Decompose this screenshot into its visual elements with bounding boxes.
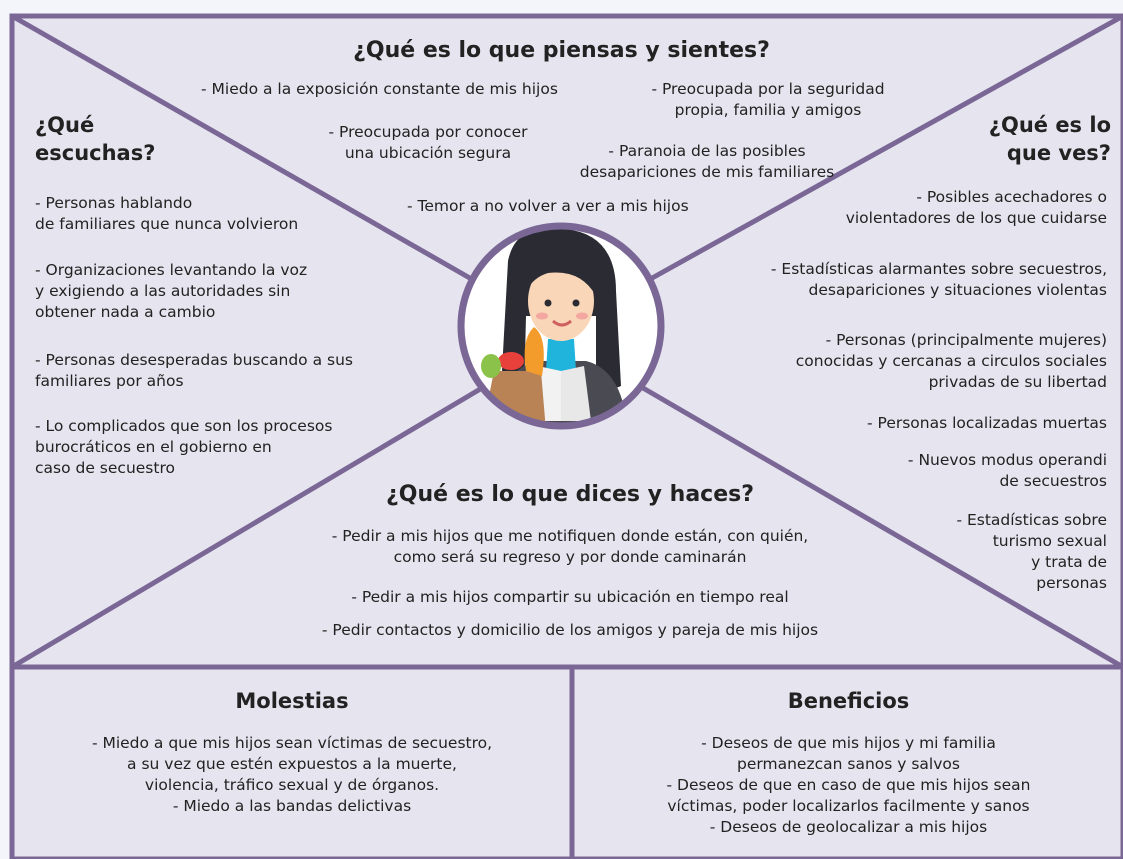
see-item: - Posibles acechadores o violentadores d… (845, 188, 1107, 227)
hear-item: - Organizaciones levantando la voz y exi… (35, 261, 308, 321)
think-feel-heading: ¿Qué es lo que piensas y sientes? (353, 38, 770, 63)
pains-heading: Molestias (235, 689, 349, 713)
gains-text: - Deseos de que mis hijos y mi familia p… (666, 734, 1031, 836)
hear-item: - Personas hablando de familiares que nu… (35, 194, 299, 233)
think-feel-item: - Temor a no volver a ver a mis hijos (407, 197, 689, 215)
see-item: - Personas localizadas muertas (867, 414, 1107, 432)
see-item: - Estadísticas alarmantes sobre secuestr… (770, 260, 1107, 299)
think-feel-item: - Preocupada por conocer una ubicación s… (328, 123, 528, 162)
say-do-item: - Pedir contactos y domicilio de los ami… (321, 621, 819, 639)
think-feel-item: - Paranoia de las posibles desaparicione… (579, 142, 835, 181)
say-do-item: - Pedir a mis hijos compartir su ubicaci… (351, 588, 789, 606)
think-feel-item: - Preocupada por la seguridad propia, fa… (651, 80, 885, 119)
say-do-heading: ¿Qué es lo que dices y haces? (385, 482, 755, 507)
see-heading: ¿Qué es lo que ves? (988, 113, 1111, 165)
think-feel-item: - Miedo a la exposición constante de mis… (201, 80, 558, 98)
say-do-item: - Pedir a mis hijos que me notifiquen do… (331, 527, 809, 566)
map-background (12, 16, 1123, 859)
map-outer-border (9, 13, 1123, 859)
diagonal-top-right (643, 13, 1123, 285)
woman-avatar-illustration (457, 222, 665, 430)
diagonal-top-left (10, 13, 484, 288)
hear-item: - Personas desesperadas buscando a sus f… (35, 351, 353, 390)
diagonal-bottom-right (641, 385, 1123, 670)
gains-heading: Beneficios (787, 689, 910, 713)
see-item: - Nuevos modus operandi de secuestros (907, 451, 1107, 490)
hear-heading: ¿Qué escuchas? (35, 113, 156, 165)
see-item: - Estadísticas sobre turismo sexual y tr… (956, 511, 1107, 592)
diagonal-bottom-left (10, 385, 484, 670)
see-item: - Personas (principalmente mujeres) cono… (795, 331, 1107, 391)
avatar (456, 221, 666, 431)
hear-item: - Lo complicados que son los procesos bu… (35, 417, 333, 477)
pains-text: - Miedo a que mis hijos sean víctimas de… (91, 734, 493, 815)
